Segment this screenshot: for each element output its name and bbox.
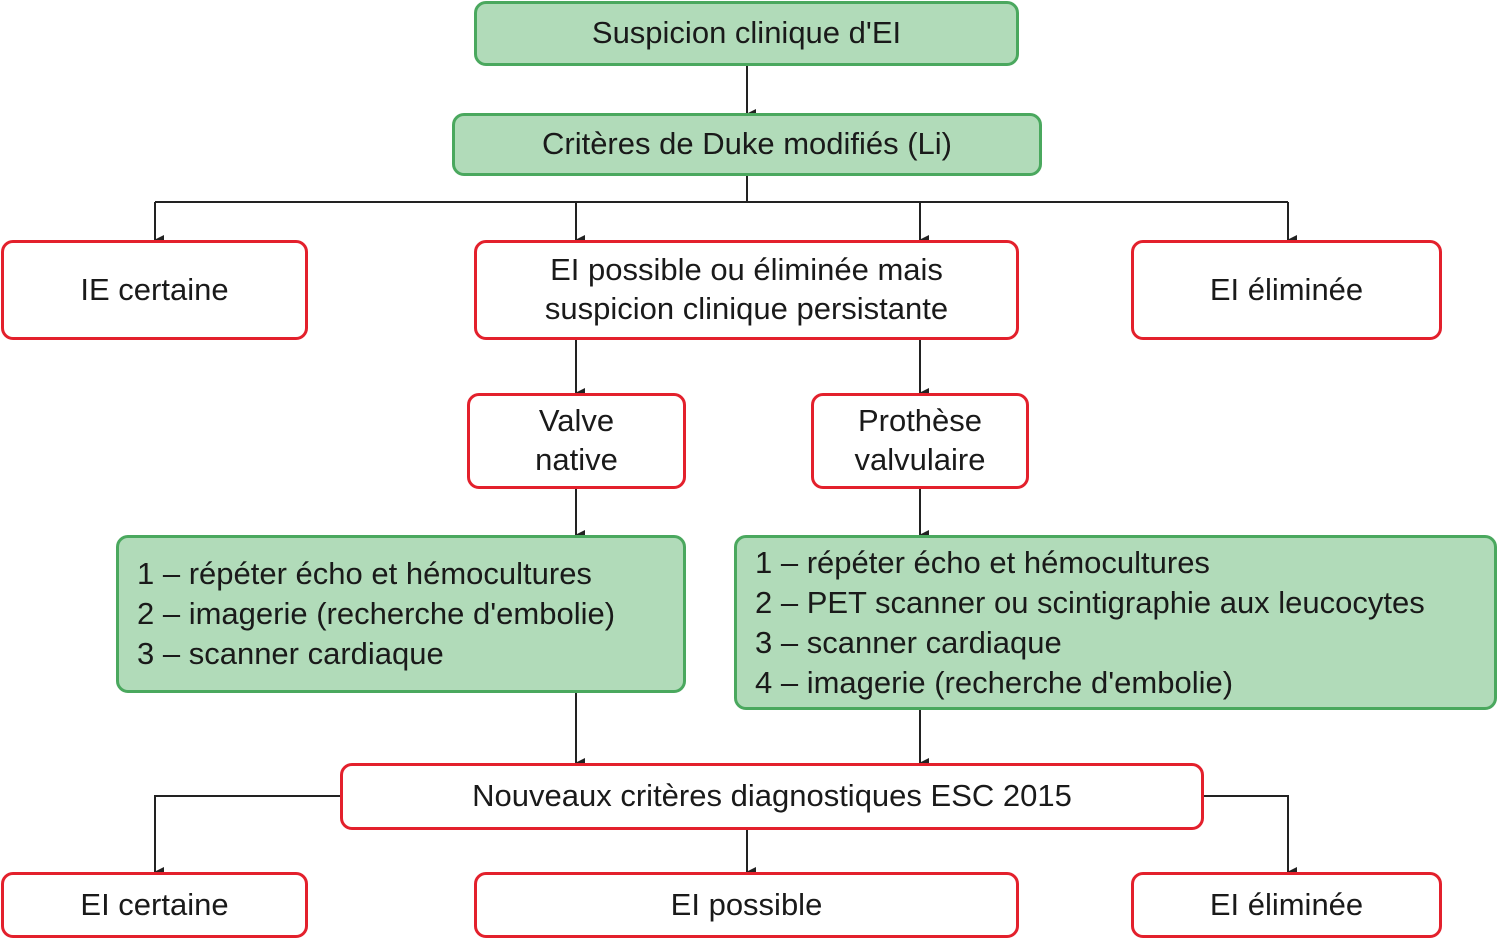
node-ei-certaine-label: EI certaine [80, 886, 229, 922]
prothese-step: 3 – scanner cardiaque [755, 624, 1062, 660]
node-ei-eliminee-top: EI éliminée [1131, 240, 1442, 340]
node-ei-possible-persistante-line2: suspicion clinique persistante [544, 291, 949, 326]
node-ei-possible-persistante: EI possible ou éliminée mais suspicion c… [474, 240, 1019, 340]
arrow-esc-to-ei-certaine [154, 795, 341, 877]
node-valve-native: Valve native [467, 393, 686, 489]
node-suspicion-clinique-label: Suspicion clinique d'EI [591, 15, 902, 51]
node-criteres-duke: Critères de Duke modifiés (Li) [452, 113, 1042, 176]
node-ei-certaine: EI certaine [1, 872, 308, 938]
node-ie-certaine-label: IE certaine [80, 271, 229, 307]
node-ei-possible-label: EI possible [670, 886, 823, 922]
node-valve-native-line1: Valve [538, 403, 615, 439]
node-valve-native-line2: native [535, 442, 618, 477]
node-prothese-valvulaire-line2: valvulaire [854, 442, 986, 477]
node-ei-eliminee-top-label: EI éliminée [1209, 271, 1364, 307]
node-suspicion-clinique: Suspicion clinique d'EI [474, 1, 1019, 66]
prothese-step: 4 – imagerie (recherche d'embolie) [755, 664, 1234, 700]
arrow-esc-to-eliminee [1203, 795, 1297, 877]
native-step: 2 – imagerie (recherche d'embolie) [137, 596, 616, 631]
node-esc-2015-label: Nouveaux critères diagnostiques ESC 2015 [472, 778, 1072, 814]
native-step: 3 – scanner cardiaque [137, 636, 444, 671]
node-native-steps: 1 – répéter écho et hémocultures 2 – ima… [116, 535, 686, 693]
native-step: 1 – répéter écho et hémocultures [137, 556, 592, 591]
node-prothese-valvulaire: Prothèse valvulaire [811, 393, 1029, 489]
node-ei-eliminee-bottom-label: EI éliminée [1209, 886, 1364, 922]
node-prothese-valvulaire-line1: Prothèse [857, 403, 983, 439]
node-ei-possible: EI possible [474, 872, 1019, 938]
node-esc-2015: Nouveaux critères diagnostiques ESC 2015 [340, 763, 1204, 830]
prothese-step: 1 – répéter écho et hémocultures [755, 544, 1210, 580]
node-ie-certaine: IE certaine [1, 240, 308, 340]
prothese-steps-list: 1 – répéter écho et hémocultures 2 – PET… [755, 543, 1425, 703]
node-ei-possible-persistante-line1: EI possible ou éliminée mais [550, 252, 943, 288]
prothese-step: 2 – PET scanner ou scintigraphie aux leu… [755, 584, 1425, 620]
native-steps-list: 1 – répéter écho et hémocultures 2 – ima… [137, 554, 615, 674]
node-prothese-steps: 1 – répéter écho et hémocultures 2 – PET… [734, 535, 1497, 710]
node-ei-eliminee-bottom: EI éliminée [1131, 872, 1442, 938]
node-criteres-duke-label: Critères de Duke modifiés (Li) [541, 126, 953, 162]
